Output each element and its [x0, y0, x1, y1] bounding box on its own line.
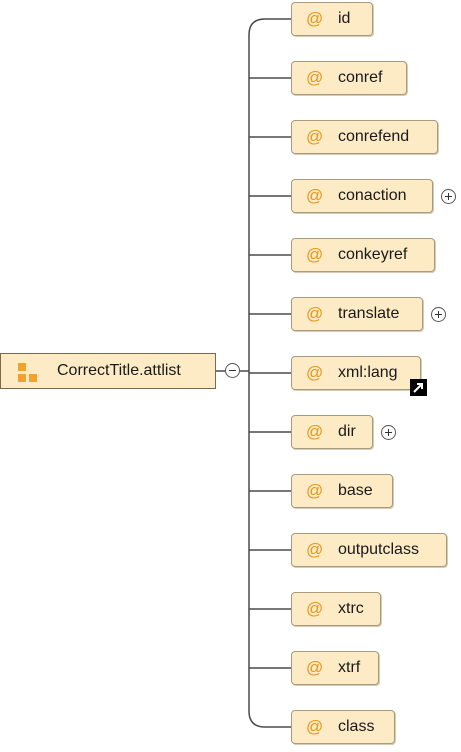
attribute-node[interactable]: @ conkeyref	[291, 238, 435, 272]
attribute-label: xml:lang	[338, 364, 398, 381]
attribute-label: translate	[338, 305, 400, 322]
connector-line	[248, 18, 291, 36]
attribute-label: conaction	[338, 187, 407, 204]
attribute-node[interactable]: @ conaction	[291, 179, 433, 213]
attribute-label: dir	[338, 423, 356, 440]
collapse-button[interactable]	[225, 363, 240, 378]
attribute-icon: @	[306, 9, 324, 28]
attribute-icon: @	[306, 68, 324, 87]
attribute-node[interactable]: @ conref	[291, 61, 407, 95]
attribute-icon: @	[306, 304, 324, 323]
attribute-node[interactable]: @ conrefend	[291, 120, 438, 154]
attribute-node[interactable]: @ xtrf	[291, 651, 379, 685]
attribute-icon: @	[306, 245, 324, 264]
attribute-label: outputclass	[338, 541, 419, 558]
attribute-icon: @	[306, 481, 324, 500]
attribute-node[interactable]: @ dir	[291, 415, 373, 449]
attribute-label: id	[338, 10, 351, 27]
attribute-node[interactable]: @ class	[291, 710, 395, 744]
attribute-node[interactable]: @ base	[291, 474, 393, 508]
attribute-label: xtrf	[338, 659, 361, 676]
attribute-icon: @	[306, 658, 324, 677]
attribute-node[interactable]: @ translate	[291, 297, 423, 331]
attribute-label: base	[338, 482, 373, 499]
attribute-icon: @	[306, 717, 324, 736]
attribute-icon: @	[306, 599, 324, 618]
attribute-node[interactable]: @ outputclass	[291, 533, 447, 567]
attribute-group-icon	[18, 363, 38, 383]
attribute-node[interactable]: @ id	[291, 2, 373, 36]
attribute-label: conrefend	[338, 128, 410, 145]
attribute-group-node[interactable]: CorrectTitle.attlist	[0, 353, 216, 389]
attribute-label: conkeyref	[338, 246, 408, 263]
attribute-label: xtrc	[338, 600, 364, 617]
attribute-icon: @	[306, 127, 324, 146]
attribute-group-label: CorrectTitle.attlist	[57, 362, 181, 379]
attribute-icon: @	[306, 186, 324, 205]
expand-button[interactable]	[431, 307, 446, 322]
expand-button[interactable]	[381, 425, 396, 440]
attribute-icon: @	[306, 540, 324, 559]
attribute-icon: @	[306, 422, 324, 441]
reference-arrow-icon	[410, 379, 427, 396]
attribute-label: conref	[338, 69, 383, 86]
connector-line	[248, 710, 291, 728]
attribute-label: class	[338, 718, 375, 735]
attribute-icon: @	[306, 363, 324, 382]
expand-button[interactable]	[441, 189, 456, 204]
attribute-node[interactable]: @ xtrc	[291, 592, 381, 626]
attribute-node[interactable]: @ xml:lang	[291, 356, 421, 390]
